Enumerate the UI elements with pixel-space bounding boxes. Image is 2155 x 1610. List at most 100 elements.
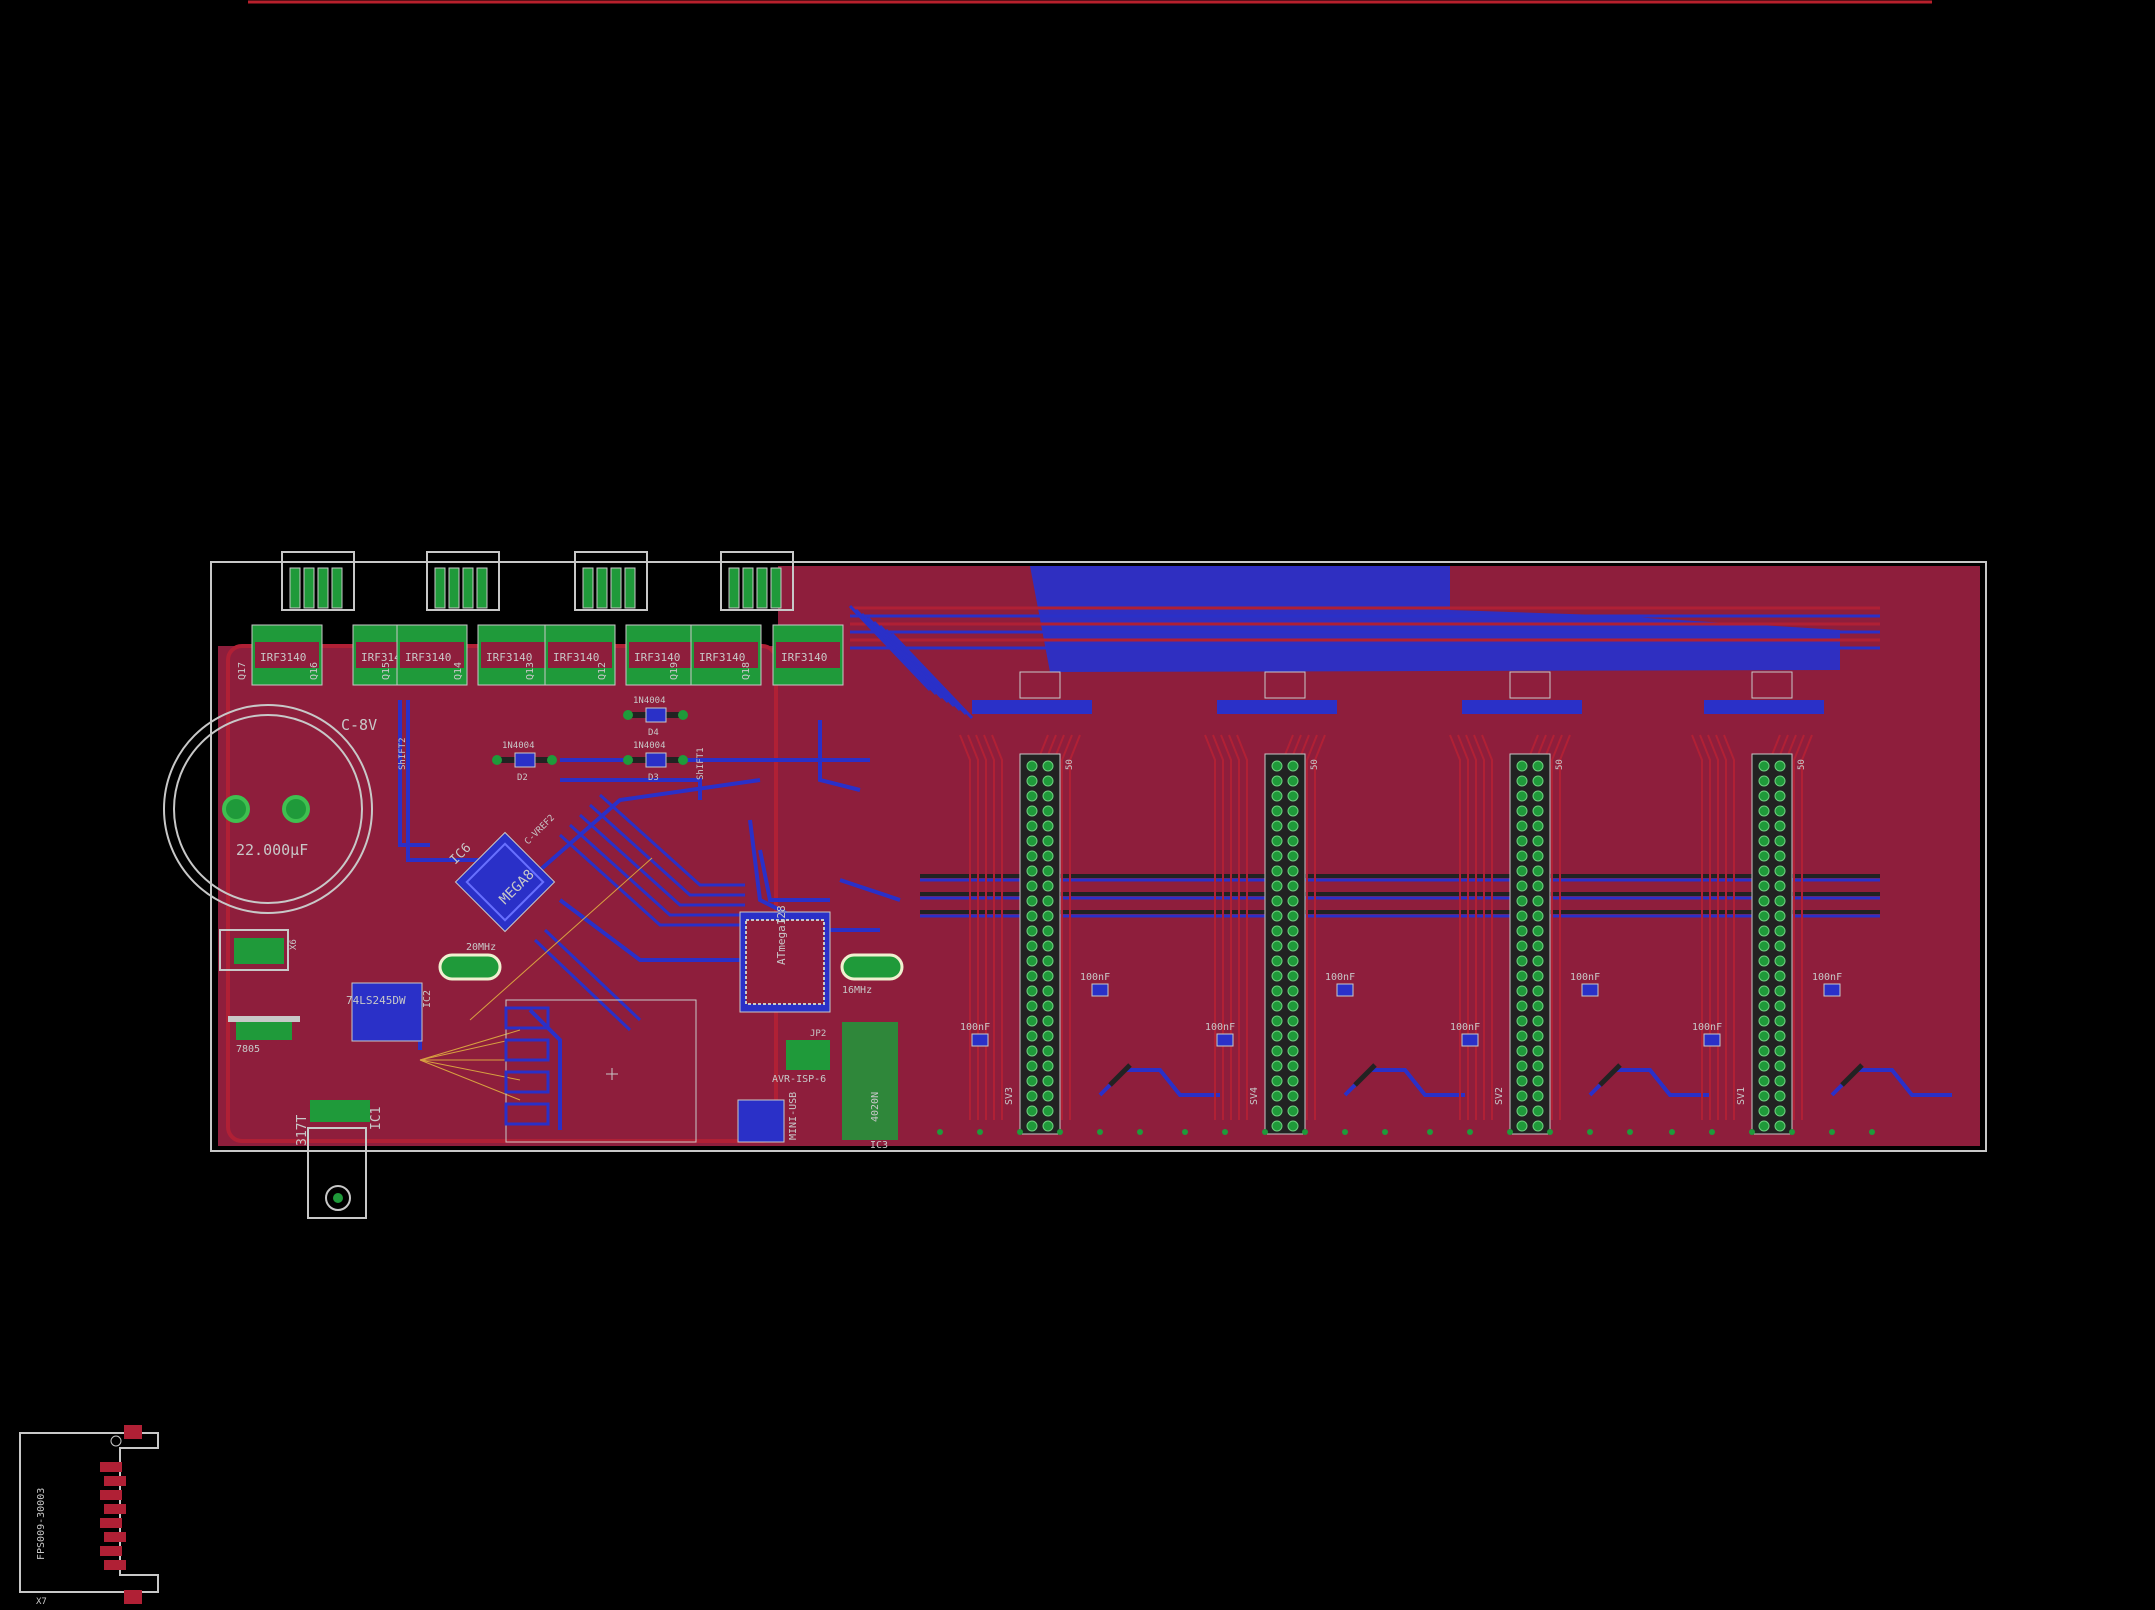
mcu-ic6[interactable]	[454, 831, 556, 933]
heatsink-pin	[756, 567, 768, 609]
cap-100nf[interactable]	[1336, 983, 1354, 997]
header-pin	[1774, 1030, 1786, 1042]
bottom-trace	[1353, 1063, 1377, 1087]
header-pin	[1774, 910, 1786, 922]
cap-100nf[interactable]	[1461, 1033, 1479, 1047]
header-pin	[1758, 775, 1770, 787]
header-pin	[1042, 865, 1054, 877]
header-pin	[1026, 985, 1038, 997]
connector-x6[interactable]: X6	[219, 929, 299, 971]
sv-header[interactable]	[1019, 753, 1061, 1135]
header-pin	[1516, 880, 1528, 892]
mosfet-ref: Q17	[237, 662, 248, 680]
sv-pin-label: 50	[1310, 759, 1320, 770]
sv-header[interactable]	[1264, 753, 1306, 1135]
mosfet-ref: Q16	[309, 662, 320, 680]
fan-trace	[1220, 734, 1232, 1120]
header-pin	[1287, 955, 1299, 967]
header-pin	[1042, 850, 1054, 862]
shift-ic[interactable]	[1751, 671, 1793, 699]
sv-header[interactable]	[1751, 753, 1793, 1135]
header-pin	[1287, 1045, 1299, 1057]
header-pin	[1532, 1015, 1544, 1027]
header-pin	[1287, 865, 1299, 877]
diode-body[interactable]	[645, 707, 667, 723]
crystal-20mhz[interactable]: 20MHz	[438, 942, 502, 981]
fan-trace	[1449, 734, 1461, 1120]
via	[1547, 1129, 1553, 1135]
header-pin	[1774, 955, 1786, 967]
header-pin	[1287, 805, 1299, 817]
header-pin	[1287, 940, 1299, 952]
mini-usb[interactable]: MINI-USB	[737, 1092, 799, 1143]
header-pin	[1516, 1015, 1528, 1027]
mosfet-label: IRF3140	[634, 651, 680, 664]
header-pin	[1271, 1030, 1283, 1042]
regulator-7805[interactable]: 7805	[228, 1016, 300, 1055]
header-pin	[1287, 1030, 1299, 1042]
buffer-ic2[interactable]: 74LS245DW IC2	[346, 982, 433, 1042]
diode-pad	[492, 755, 502, 765]
header-pin	[1774, 970, 1786, 982]
header-pin	[1532, 970, 1544, 982]
mosfet-heatsink	[426, 551, 500, 611]
header-pin	[1758, 955, 1770, 967]
fan-trace	[967, 734, 979, 1120]
mcu-atmega128[interactable]: ATmega128	[739, 905, 831, 1013]
mosfet-center	[694, 642, 758, 668]
shift-ic[interactable]	[1019, 671, 1061, 699]
isp-header[interactable]: AVR-ISP-6 JP2	[772, 1029, 830, 1085]
header-pin	[1516, 1105, 1528, 1117]
header-pin	[1516, 850, 1528, 862]
header-pin	[1287, 910, 1299, 922]
header-pin	[1271, 970, 1283, 982]
via	[1017, 1129, 1023, 1135]
cap-100nf[interactable]	[1581, 983, 1599, 997]
cap-100nf[interactable]	[1091, 983, 1109, 997]
mosfet-label: IRF3140	[405, 651, 451, 664]
via	[1262, 1129, 1268, 1135]
sd-card-footprint[interactable]	[504, 999, 697, 1143]
cap-100nf[interactable]	[1823, 983, 1841, 997]
big-capacitor[interactable]: 22.000µF C-8V	[163, 704, 377, 914]
header-pin	[1271, 865, 1283, 877]
diode-body[interactable]	[645, 752, 667, 768]
via	[977, 1129, 983, 1135]
heatsink-pin	[434, 567, 446, 609]
diode-body[interactable]	[514, 752, 536, 768]
svg-text:IC2: IC2	[422, 990, 433, 1008]
mosfet-ref: Q18	[741, 662, 752, 680]
x7-pin	[100, 1518, 122, 1528]
shift-ic[interactable]	[1509, 671, 1551, 699]
sv-header[interactable]	[1509, 753, 1551, 1135]
header-pin	[1516, 1045, 1528, 1057]
header-pin	[1287, 1015, 1299, 1027]
cap-label: 100nF	[1570, 972, 1600, 983]
connector-x7[interactable]: FPS009-30003 X7	[19, 1425, 159, 1607]
crystal-16mhz[interactable]: 16MHz	[840, 953, 904, 996]
shift-ic-traces	[1217, 700, 1337, 714]
cap-100nf[interactable]	[971, 1033, 989, 1047]
diode-label: 1N4004	[633, 741, 666, 751]
header-pin	[1774, 820, 1786, 832]
cap-100nf[interactable]	[1703, 1033, 1721, 1047]
mosfet-heatsink	[720, 551, 794, 611]
cap-100nf[interactable]	[1216, 1033, 1234, 1047]
mosfet-label: IRF3140	[486, 651, 532, 664]
header-pin	[1516, 835, 1528, 847]
mosfet-heatsink	[281, 551, 355, 611]
regulator-317t[interactable]: 317T IC1	[295, 1100, 384, 1219]
diode-label: 1N4004	[502, 741, 535, 751]
header-pin	[1758, 925, 1770, 937]
header-pin	[1287, 775, 1299, 787]
header-pin	[1532, 880, 1544, 892]
header-pin	[1774, 985, 1786, 997]
via	[1749, 1129, 1755, 1135]
header-pin	[1758, 940, 1770, 952]
shift-ic[interactable]	[1264, 671, 1306, 699]
header-pin	[1532, 1120, 1544, 1132]
counter-ic3[interactable]: 4020N IC3	[842, 1022, 898, 1151]
header-pin	[1516, 1090, 1528, 1102]
bottom-trace	[1840, 1063, 1864, 1087]
